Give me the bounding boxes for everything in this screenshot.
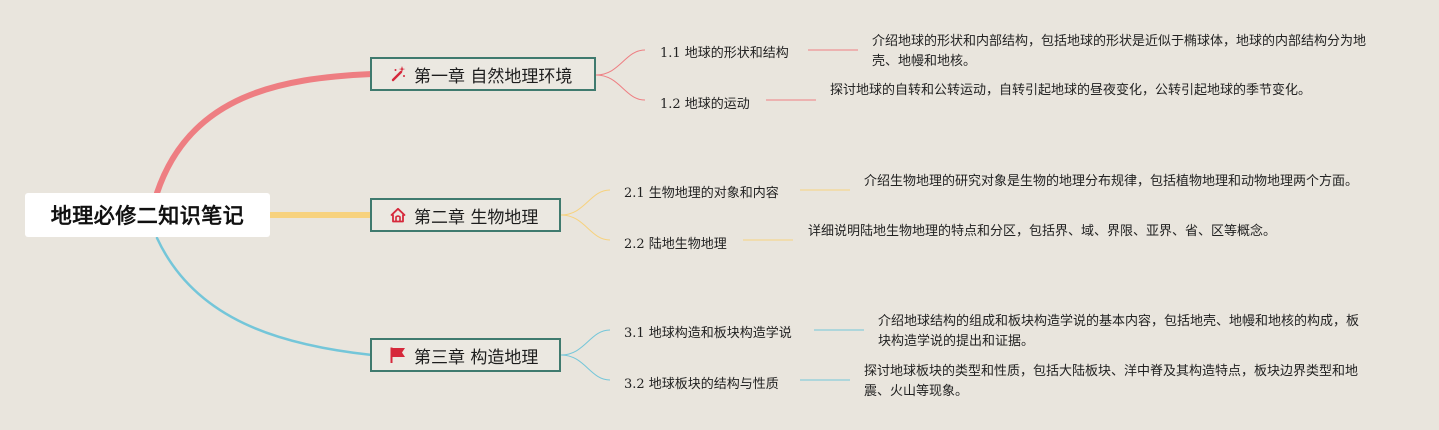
sub-line-2-2: [560, 214, 611, 241]
desc-1-2: 探讨地球的自转和公转运动，自转引起地球的昼夜变化，公转引起地球的季节变化。: [830, 83, 1312, 98]
chapter-2-title: 第二章 生物地理: [414, 207, 539, 228]
topic-2-2[interactable]: 2.2 陆地生物地理: [624, 237, 727, 252]
root-topic[interactable]: 地理必修二知识笔记: [25, 193, 270, 237]
desc-2-1: 介绍生物地理的研究对象是生物的地理分布规律，包括植物地理和动物地理两个方面。: [864, 174, 1359, 189]
sub-line-1-1: [595, 49, 646, 76]
home-icon: [388, 205, 408, 225]
topic-3-2[interactable]: 3.2 地球板块的结构与性质: [624, 377, 779, 392]
chapter-1-node[interactable]: 第一章 自然地理环境: [370, 57, 596, 91]
topic-3-1[interactable]: 3.1 地球构造和板块构造学说: [624, 326, 792, 341]
topic-2-1[interactable]: 2.1 生物地理的对象和内容: [624, 186, 779, 201]
desc-3-1: 介绍地球结构的组成和板块构造学说的基本内容，包括地壳、地幔和地核的构成，板块构造…: [878, 314, 1360, 349]
sub-line-3-1: [560, 329, 611, 356]
chapter-1-title: 第一章 自然地理环境: [414, 66, 573, 87]
branch-line-ch1: [154, 71, 375, 196]
root-title: 地理必修二知识笔记: [50, 204, 245, 228]
chapter-2-node[interactable]: 第二章 生物地理: [370, 198, 561, 232]
topic-1-1[interactable]: 1.1 地球的形状和结构: [660, 46, 789, 61]
chapter-3-node[interactable]: 第三章 构造地理: [370, 338, 561, 372]
desc-1-1: 介绍地球的形状和内部结构，包括地球的形状是近似于椭球体，地球的内部结构分为地壳、…: [872, 34, 1367, 69]
sub-line-3-2: [560, 354, 611, 381]
magic-wand-icon: [388, 64, 408, 84]
desc-2-2: 详细说明陆地生物地理的特点和分区，包括界、域、界限、亚界、省、区等概念。: [808, 224, 1277, 239]
desc-3-2: 探讨地球板块的类型和性质，包括大陆板块、洋中脊及其构造特点，板块边界类型和地震、…: [864, 364, 1359, 399]
chapter-3-title: 第三章 构造地理: [414, 347, 539, 368]
topic-1-2[interactable]: 1.2 地球的运动: [660, 97, 750, 112]
sub-line-2-1: [560, 189, 611, 216]
sub-line-1-2: [595, 74, 646, 101]
branch-line-ch3: [155, 236, 374, 357]
flag-icon: [388, 345, 408, 365]
